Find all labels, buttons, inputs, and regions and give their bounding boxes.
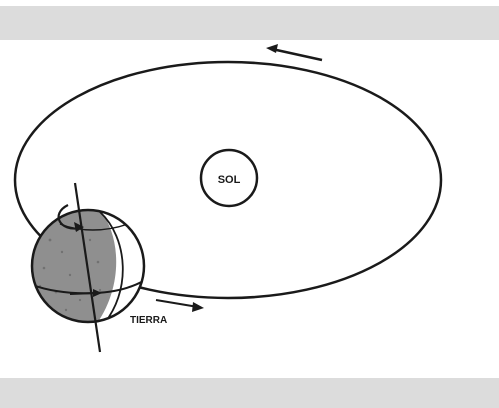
sun-label: SOL bbox=[218, 174, 241, 186]
earth-globe-icon bbox=[20, 204, 145, 332]
orbit-direction-arrow-icon bbox=[266, 44, 322, 60]
earth-label: TIERRA bbox=[130, 315, 167, 326]
earth-motion-arrow-icon bbox=[156, 300, 204, 312]
